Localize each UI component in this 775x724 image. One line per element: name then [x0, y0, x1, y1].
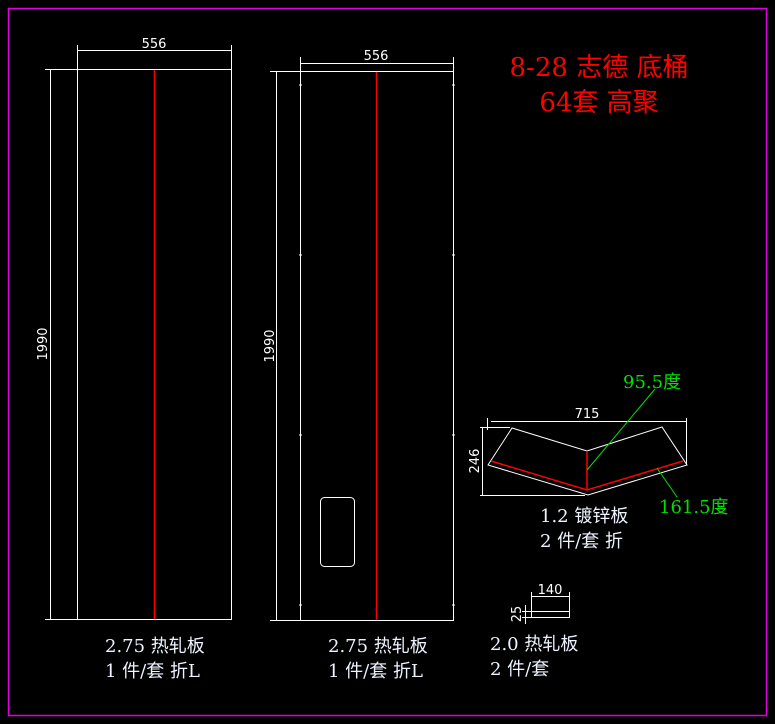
- part-1-height-dimension: 1990: [36, 69, 77, 620]
- part-2-height-dimension: 1990: [263, 71, 300, 621]
- part-3-height-dimension: 246: [468, 427, 585, 496]
- part-4-qty-label: 2 件/套: [490, 659, 549, 680]
- part-1-panel: 556 1990 2.75 热轧板 1 件/套 折L: [36, 37, 232, 682]
- part-2-panel: 556 1990 2.75 热轧板 1 件/套 折L: [263, 49, 455, 682]
- part-4-height-dimension: 25: [510, 605, 531, 624]
- part-4-material-label: 2.0 热轧板: [490, 634, 578, 655]
- angle-label-top: 95.5度: [623, 372, 681, 393]
- part-1-width-value: 556: [142, 37, 167, 52]
- angle-label-bottom: 161.5度: [659, 497, 729, 518]
- drawing-frame: [7, 7, 768, 717]
- part-2-material-label: 2.75 热轧板: [328, 636, 428, 657]
- part-1-width-dimension: 556: [77, 37, 232, 69]
- part-3-v-profile: 715 246 95.5度 161.5度 1.2 镀锌板 2 件/套 折: [468, 372, 729, 552]
- part-3-width-dimension: 715: [487, 407, 687, 465]
- part-4-width-dimension: 140: [531, 583, 570, 611]
- part-2-cutout: [320, 497, 355, 567]
- part-1-material-label: 2.75 热轧板: [105, 636, 205, 657]
- part-1-qty-label: 1 件/套 折L: [105, 661, 200, 682]
- part-3-qty-label: 2 件/套 折: [540, 531, 623, 552]
- part-2-width-dimension: 556: [300, 49, 454, 71]
- title-line-2: 64套 高聚: [539, 88, 658, 118]
- part-1-height-value: 1990: [36, 327, 51, 360]
- part-2-qty-label: 1 件/套 折L: [328, 661, 423, 682]
- part-4-width-value: 140: [538, 583, 563, 598]
- part-4-strip: 140 25 2.0 热轧板 2 件/套: [490, 583, 578, 680]
- part-2-height-value: 1990: [263, 329, 278, 362]
- part-2-width-value: 556: [364, 49, 389, 64]
- part-3-material-label: 1.2 镀锌板: [540, 506, 628, 527]
- title-line-1: 8-28 志德 底桶: [510, 53, 689, 83]
- part-3-height-value: 246: [468, 449, 483, 474]
- part-3-width-value: 715: [575, 407, 600, 422]
- part-4-height-value: 25: [510, 606, 525, 623]
